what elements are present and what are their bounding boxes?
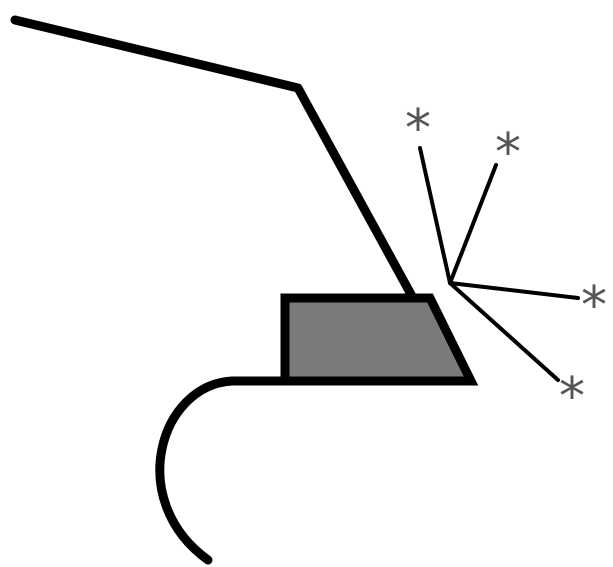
bent-line [10,15,418,303]
star-marker-4: * [559,367,585,427]
star-marker-1: * [405,99,431,159]
star-markers: * * * * [405,99,607,427]
ray-group [418,146,580,382]
ray-2 [448,163,498,285]
ray-1 [418,146,452,285]
star-marker-2: * [495,123,521,183]
curved-hook [155,376,290,565]
star-marker-3: * [581,276,607,336]
ray-4 [448,281,560,382]
gray-trapezoid [280,293,479,386]
ray-3 [448,281,580,300]
